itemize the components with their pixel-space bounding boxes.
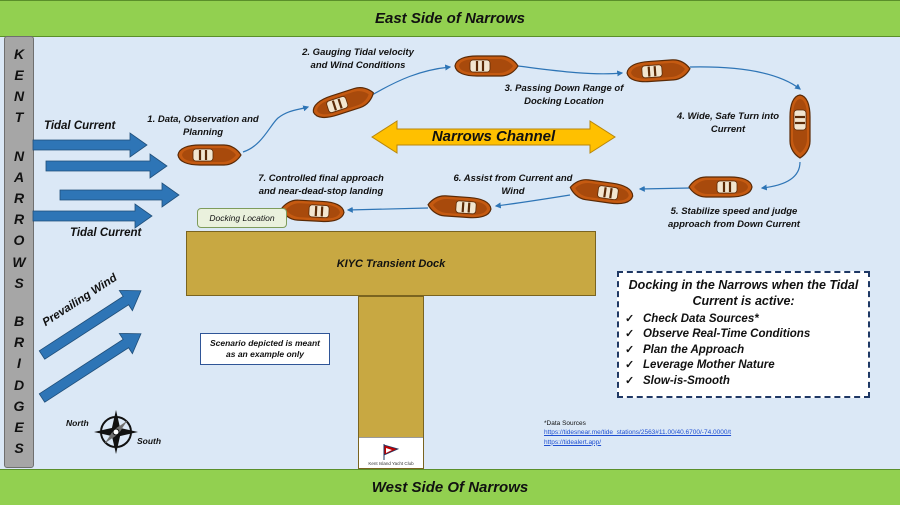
tip-item: ✓ Plan the Approach [625, 343, 862, 359]
tidal-arrow [59, 182, 180, 208]
west-side-banner: West Side Of Narrows [0, 469, 900, 505]
tidesnear-link[interactable]: https://tidesnear.me/tide_stations/2563#… [544, 429, 732, 437]
narrows-channel-arrow [371, 120, 616, 154]
bridge-letter: E [14, 418, 24, 435]
boat-icon [687, 175, 754, 199]
bridge-letter: R [13, 334, 25, 351]
bridge-letter: S [14, 439, 24, 456]
check-icon: ✓ [625, 312, 635, 325]
check-icon: ✓ [625, 359, 635, 371]
wind-arrow [38, 290, 142, 360]
bridge-letter: S [14, 274, 24, 291]
path-segment [242, 105, 310, 153]
path-segment [494, 194, 571, 209]
tidal-current-arrows [32, 132, 180, 229]
boat-icon [176, 143, 243, 167]
tidal-current-label-top: Tidal Current [44, 120, 116, 132]
bridge-letter: K [13, 46, 25, 62]
tidealert-link[interactable]: https://tidealert.app/ [544, 438, 602, 446]
path-segment [517, 65, 624, 77]
check-icon: ✓ [625, 343, 635, 356]
bridge-letter: G [13, 397, 25, 414]
compass-rose-icon [94, 410, 138, 454]
bridge-letter: R [13, 190, 25, 207]
bridge-letter: I [17, 355, 21, 372]
path-segment [638, 185, 691, 192]
tidal-arrow [32, 132, 148, 158]
bridge-letter: D [13, 376, 25, 393]
step-6-label: 6. Assist from Current and Wind [453, 173, 573, 197]
bridge-letter: A [13, 168, 25, 185]
step-2-label: 2. Gauging Tidal velocity and Wind Condi… [302, 47, 414, 71]
compass-north-label: North [66, 418, 89, 428]
step-1-label: 1. Data, Observation and Planning [147, 114, 259, 138]
path-segment [371, 64, 452, 96]
burgee-icon [383, 444, 400, 460]
scenario-note: Scenario depicted is meant as an example… [200, 333, 330, 365]
step-3-label: 3. Passing Down Range of Docking Locatio… [504, 83, 624, 107]
tidal-arrow [45, 153, 168, 179]
bridge-letter: N [13, 88, 25, 105]
docking-location-tag: Docking Location [197, 208, 287, 228]
tip-text: Slow-is-Smooth [643, 374, 730, 387]
bridge-letter: T [14, 109, 24, 126]
boat-path [242, 64, 801, 213]
tidal-arrow [32, 203, 153, 229]
bridge-letter: O [13, 232, 25, 249]
kiyc-transient-dock: KIYC Transient Dock [186, 231, 596, 296]
wind-arrow [38, 333, 142, 403]
docking-tips-box: Docking in the Narrows when the Tidal Cu… [617, 271, 870, 398]
step-5-label: 5. Stabilize speed and judge approach fr… [668, 206, 800, 230]
data-sources: *Data Sources https://tidesnear.me/tide_… [544, 419, 731, 447]
check-icon: ✓ [625, 328, 635, 340]
tidal-current-label-bottom: Tidal Current [70, 227, 142, 239]
compass-south-label: South [137, 436, 162, 446]
tip-text: Leverage Mother Nature [643, 359, 775, 371]
prevailing-wind-arrows [38, 290, 142, 403]
tip-text: Check Data Sources* [643, 312, 759, 325]
path-segment [689, 66, 801, 90]
tip-text: Observe Real-Time Conditions [643, 328, 811, 340]
tip-text: Plan the Approach [643, 343, 745, 356]
step-4-label: 4. Wide, Safe Turn into Current [676, 111, 780, 135]
bridge-letter: R [13, 211, 25, 228]
path-segment [760, 161, 801, 191]
path-segment [346, 206, 429, 213]
east-side-banner: East Side of Narrows [0, 0, 900, 37]
tip-item: ✓ Leverage Mother Nature [625, 358, 862, 374]
yacht-club-name: Kent Island Yacht Club [368, 461, 414, 466]
boat-icon [453, 54, 520, 78]
boat-icon [567, 176, 636, 208]
boat-icon [788, 93, 812, 160]
boat-icon [625, 57, 692, 85]
boat-icon [279, 198, 346, 224]
kent-narrows-bridges: K E N T N A R R O W S B R I D G E S [4, 36, 34, 468]
data-sources-heading: *Data Sources [544, 420, 586, 427]
step-7-label: 7. Controlled final approach and near-de… [258, 173, 384, 197]
docking-tips-title: Docking in the Narrows when the Tidal Cu… [628, 278, 859, 309]
narrows-channel-label: Narrows Channel [431, 128, 556, 145]
check-icon: ✓ [625, 374, 635, 387]
tip-item: ✓ Check Data Sources* [625, 312, 862, 328]
yacht-club-logo: Kent Island Yacht Club [359, 437, 423, 468]
bridge-letter: W [12, 253, 26, 270]
bridge-letter: E [14, 67, 24, 84]
tip-item: ✓ Observe Real-Time Conditions [625, 327, 862, 343]
boat-icon [309, 82, 378, 123]
tip-item: ✓ Slow-is-Smooth [625, 374, 862, 390]
bridge-letter: B [13, 313, 25, 330]
bridge-letter: N [13, 147, 25, 164]
